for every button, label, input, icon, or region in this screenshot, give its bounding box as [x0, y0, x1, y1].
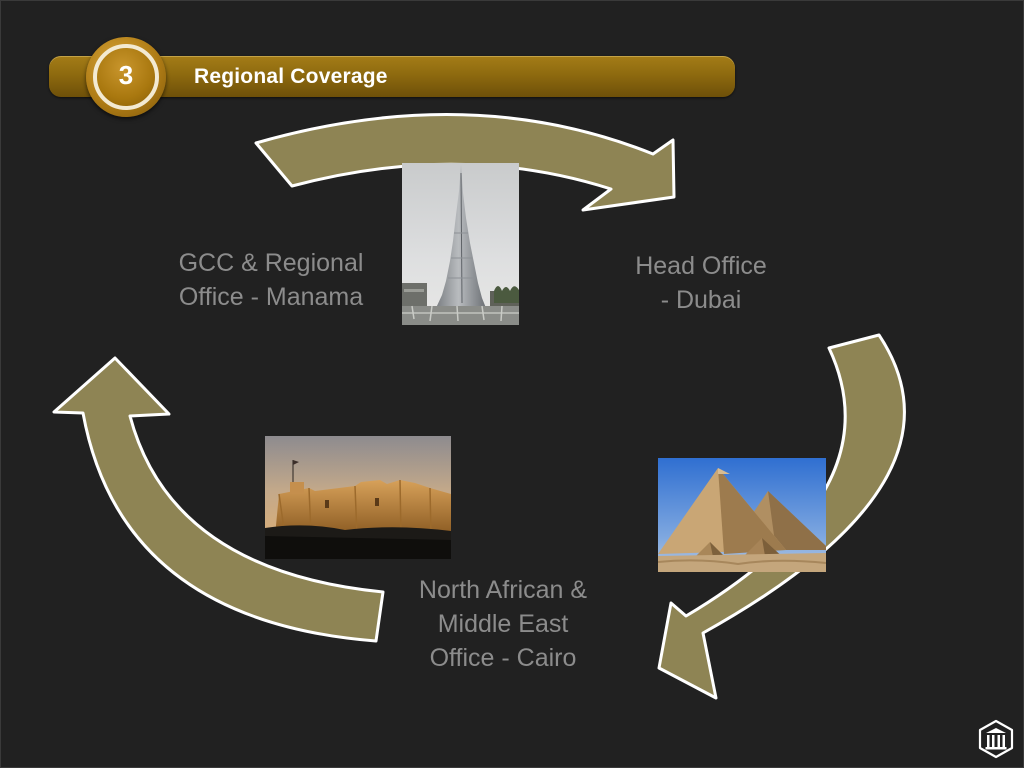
office-label-cairo-line2: Middle East	[437, 610, 569, 638]
bahrain-fort-photo	[265, 436, 451, 559]
office-label-gcc-line2: Office - Manama	[178, 283, 364, 311]
section-number: 3	[118, 60, 134, 90]
arrow-cairo-to-gcc	[52, 356, 385, 643]
arrow-dubai-to-cairo	[657, 333, 906, 700]
office-label-gcc-line1: GCC & Regional	[178, 249, 364, 277]
office-label-cairo: North African & Middle East Office - Cai…	[391, 573, 615, 675]
giza-pyramids-photo	[658, 458, 826, 572]
office-label-dubai-line1: Head Office	[635, 252, 767, 280]
office-label-dubai: Head Office - Dubai	[611, 249, 791, 317]
section-badge-ring	[93, 44, 159, 110]
slide-title: Regional Coverage	[194, 65, 388, 88]
burj-khalifa-photo	[402, 163, 519, 325]
office-label-cairo-line3: Office - Cairo	[429, 644, 577, 672]
office-label-dubai-line2: - Dubai	[660, 286, 742, 314]
pillar-building-icon	[977, 719, 1015, 759]
office-label-gcc: GCC & Regional Office - Manama	[161, 246, 381, 314]
arrow-gcc-to-dubai	[254, 113, 676, 212]
office-label-cairo-line1: North African &	[418, 576, 588, 604]
